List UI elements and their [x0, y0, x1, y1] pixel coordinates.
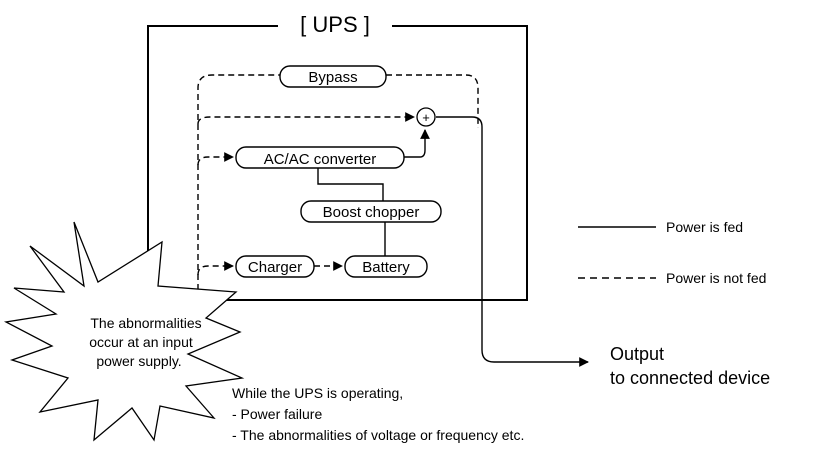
acac-to-sum-line [404, 129, 430, 158]
note-item-voltage-frequency: - The abnormalities of voltage or freque… [232, 427, 524, 443]
bypass-path-dashed [197, 74, 479, 290]
note-intro: While the UPS is operating, [232, 385, 403, 401]
acac-boost-link [317, 168, 384, 201]
note-item-power-failure: - Power failure [232, 406, 322, 422]
bypass-label: Bypass [308, 69, 357, 86]
ups-title: [ UPS ] [300, 12, 370, 37]
summation-symbol: + [422, 110, 430, 125]
acac-input-dashed [197, 152, 234, 166]
burst-text-line1: The abnormalities [90, 315, 201, 331]
burst-text-line2: occur at an input [89, 334, 193, 350]
output-line [436, 116, 589, 367]
ups-enclosure-frame [147, 25, 528, 301]
battery-block [344, 255, 428, 278]
legend-dashed-label: Power is not fed [666, 270, 766, 286]
burst-text-line3: power supply. [96, 353, 181, 369]
summation-node [416, 107, 436, 127]
legend-solid-label: Power is fed [666, 219, 743, 235]
charger-input-dashed [197, 261, 234, 276]
output-label-line2: to connected device [610, 368, 770, 388]
output-label-line1: Output [610, 344, 664, 364]
direct-line-dashed [197, 112, 415, 125]
abnormality-burst-shape [3, 221, 245, 442]
battery-label: Battery [362, 259, 410, 276]
boost-chopper-block [300, 200, 442, 223]
boost-chopper-label: Boost chopper [323, 204, 420, 221]
bypass-block [279, 65, 387, 88]
acac-converter-label: AC/AC converter [264, 151, 377, 168]
charger-label: Charger [248, 259, 302, 276]
